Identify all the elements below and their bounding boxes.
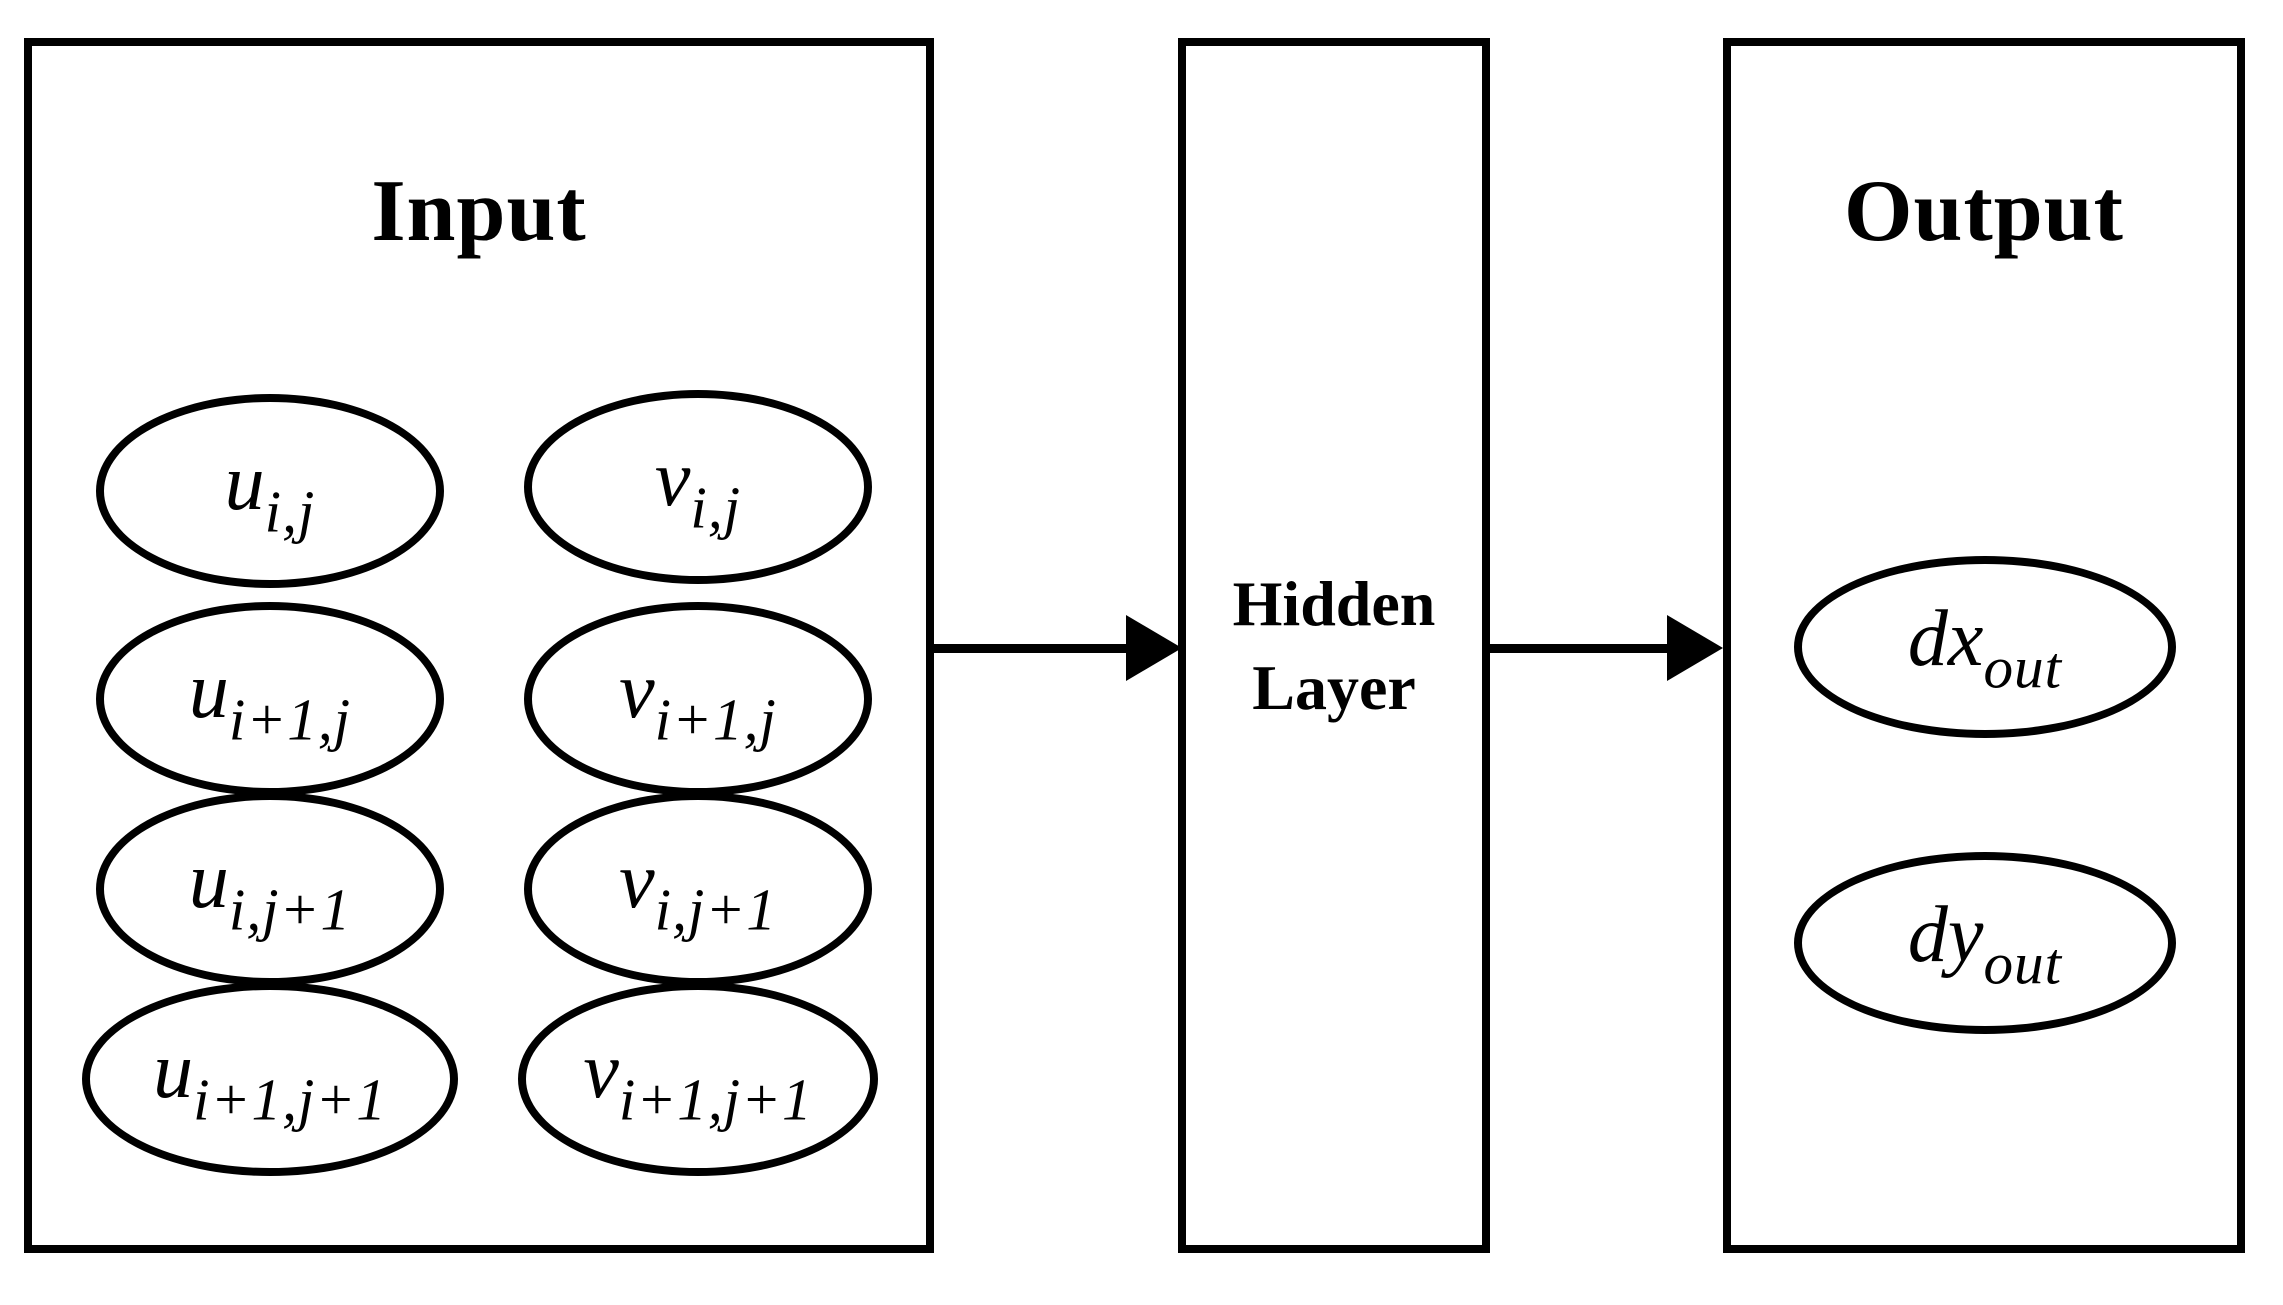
node-u-i1j1: ui+1,j+1 <box>82 982 458 1176</box>
node-label: ui,j <box>224 439 316 545</box>
input-title: Input <box>371 163 587 260</box>
node-label: ui+1,j <box>188 647 352 753</box>
arrowhead-right-icon <box>1126 615 1182 681</box>
node-label: ui,j+1 <box>188 837 352 943</box>
node-label: ui+1,j+1 <box>153 1027 387 1133</box>
node-v-ij1: vi,j+1 <box>524 792 872 986</box>
hidden-layer-label: Hidden Layer <box>1186 46 1482 1245</box>
node-u-ij1: ui,j+1 <box>96 792 444 986</box>
node-label: vi,j+1 <box>619 837 777 943</box>
node-u-ij: ui,j <box>96 394 444 588</box>
node-label: vi,j <box>654 435 742 541</box>
output-title: Output <box>1844 163 2124 260</box>
hidden-layer-label-line2: Layer <box>1252 651 1416 723</box>
hidden-layer-label-line1: Hidden <box>1232 568 1436 640</box>
node-label: dyout <box>1907 891 2063 997</box>
arrow-hidden-to-output <box>1488 644 1674 653</box>
hidden-layer-panel: Hidden Layer <box>1178 38 1490 1253</box>
node-dx-out: dxout <box>1794 556 2176 738</box>
node-u-i1j: ui+1,j <box>96 602 444 796</box>
node-label: vi+1,j+1 <box>583 1027 813 1133</box>
node-label: vi+1,j <box>619 647 777 753</box>
node-v-ij: vi,j <box>524 390 872 584</box>
node-v-i1j: vi+1,j <box>524 602 872 796</box>
arrowhead-right-icon <box>1667 615 1723 681</box>
node-label: dxout <box>1907 595 2063 701</box>
node-dy-out: dyout <box>1794 852 2176 1034</box>
arrow-input-to-hidden <box>930 644 1132 653</box>
node-v-i1j1: vi+1,j+1 <box>518 982 878 1176</box>
